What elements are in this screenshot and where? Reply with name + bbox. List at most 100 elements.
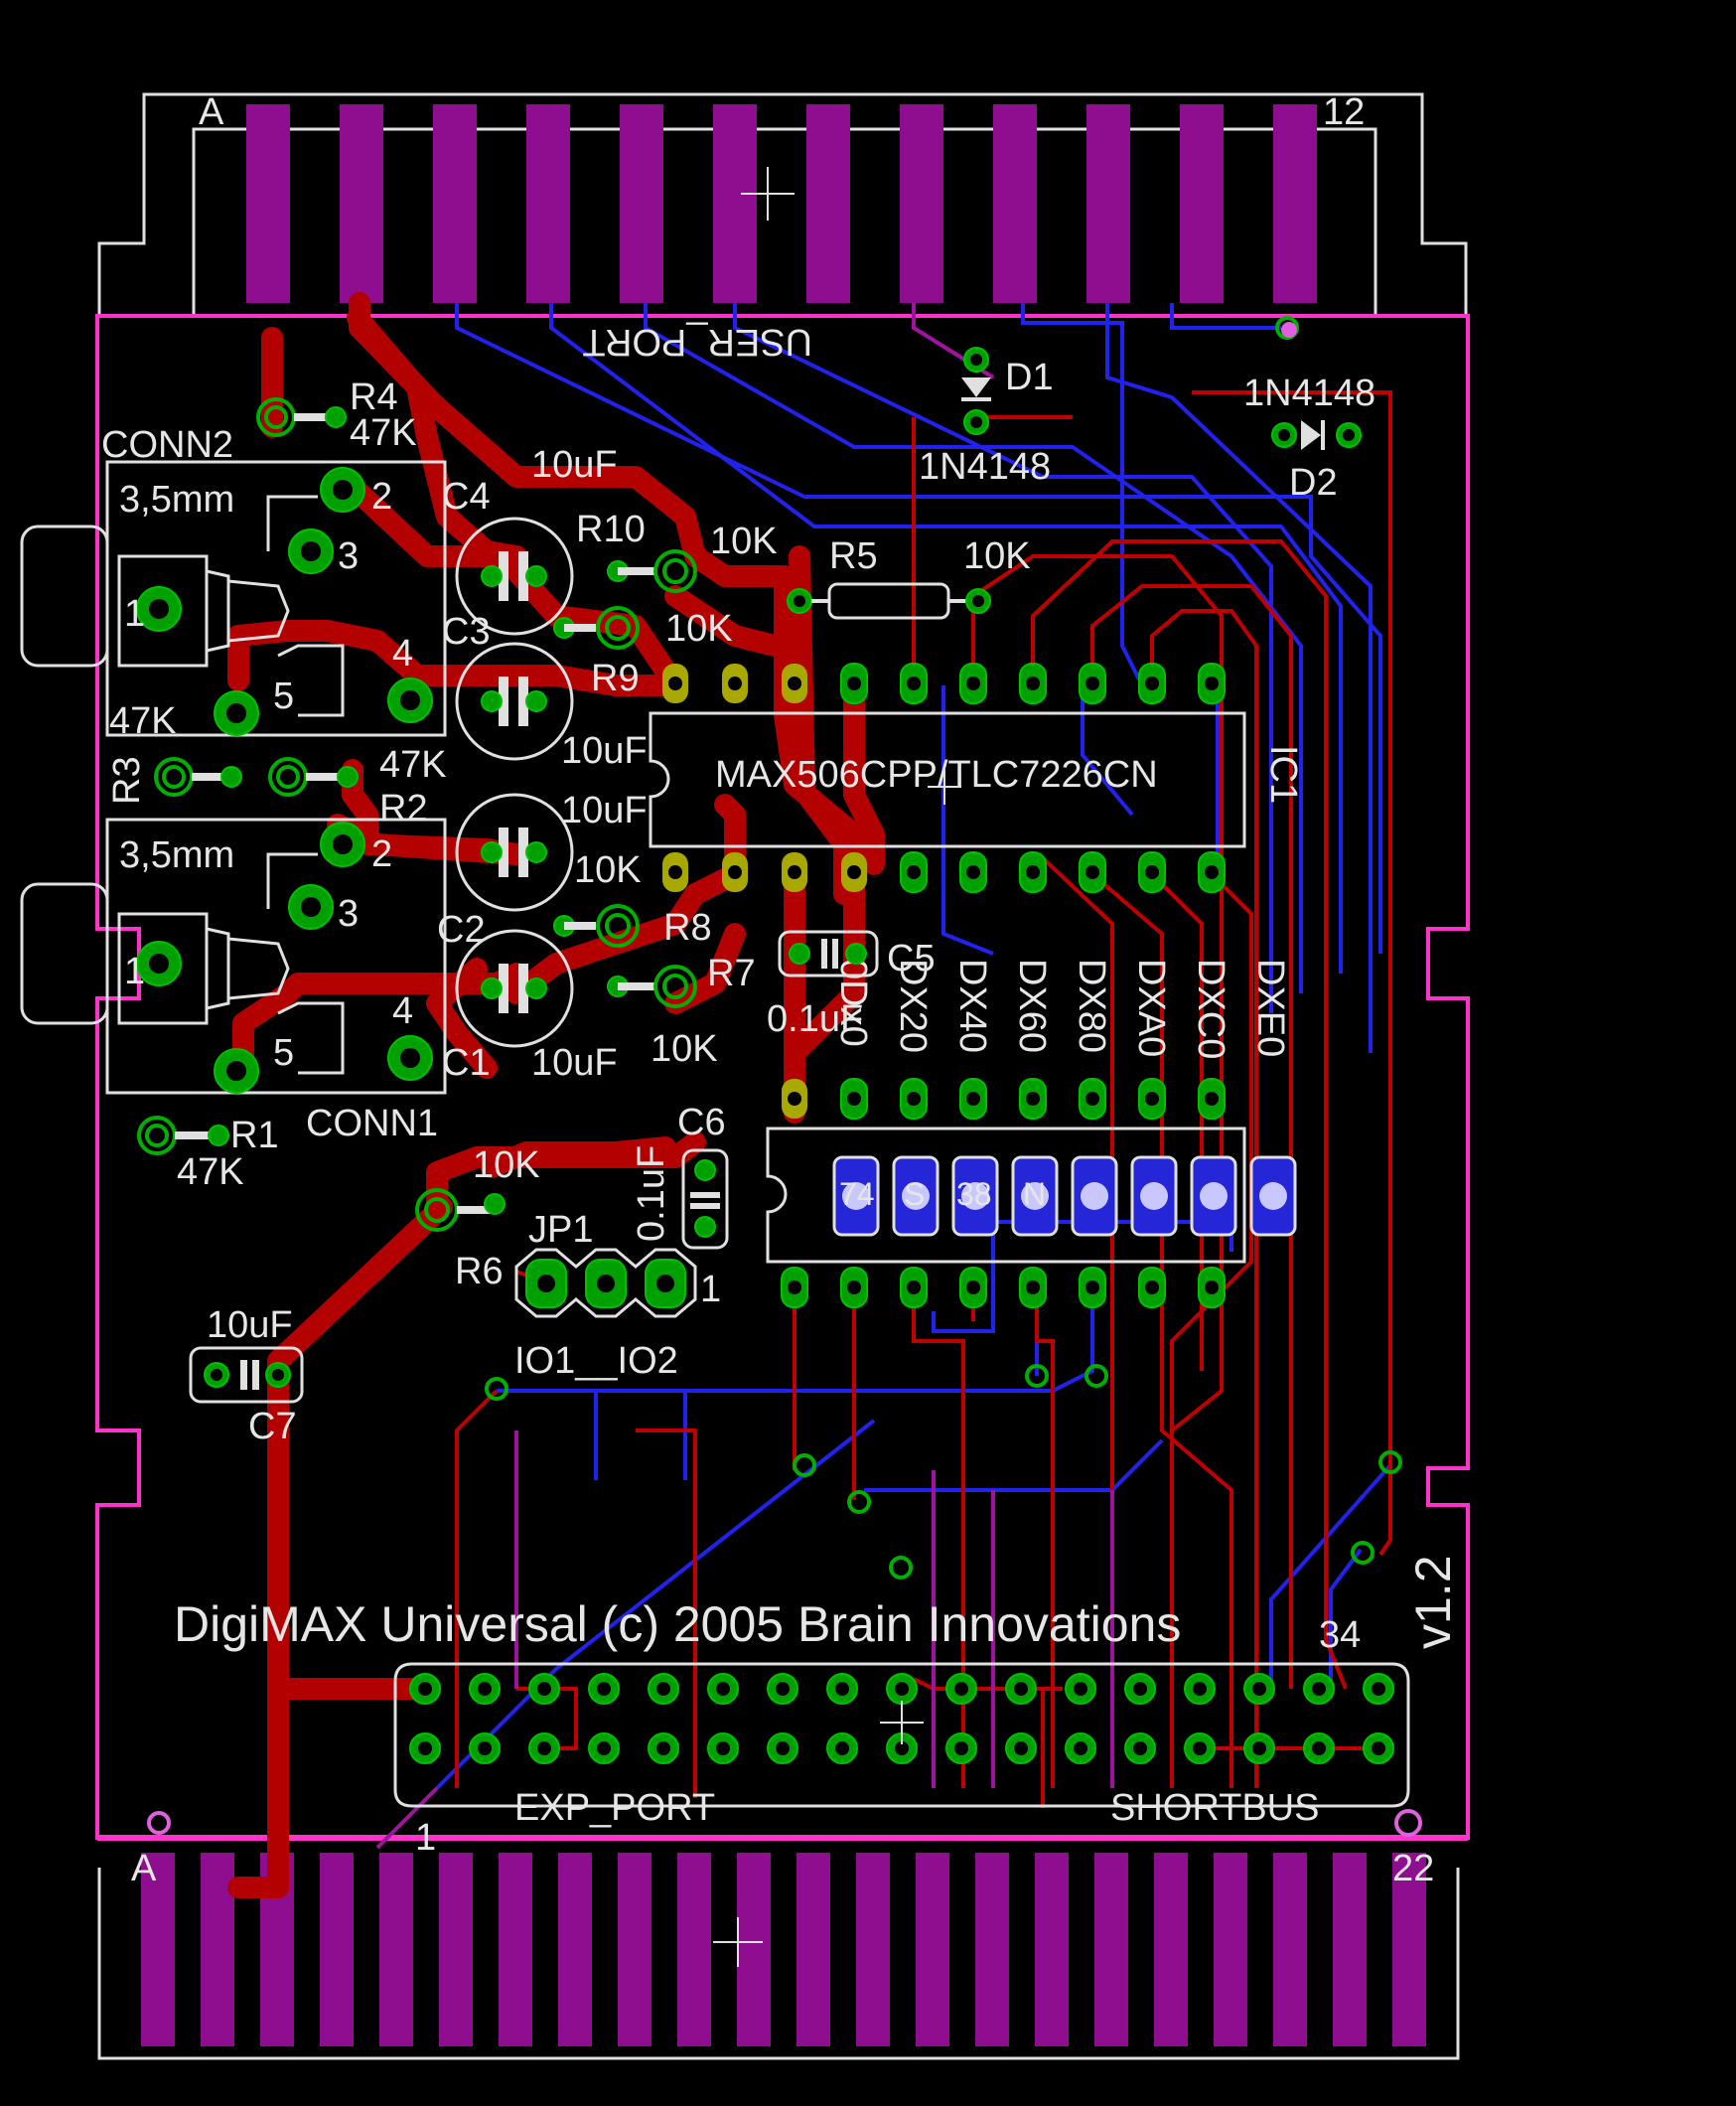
inner-traces bbox=[375, 303, 1114, 1850]
d2-ref: D2 bbox=[1289, 462, 1338, 504]
capacitor-c3: C3 10uF bbox=[442, 611, 648, 772]
finger-bottom bbox=[737, 1853, 771, 2046]
dip-switch-package bbox=[766, 1127, 1246, 1264]
ic1-package: MAX506CPP/TLC7226CN IC1 bbox=[649, 711, 1304, 848]
finger-top-6 bbox=[713, 104, 757, 303]
r5-ref: R5 bbox=[829, 535, 878, 577]
bottom-connector-pin-last: 22 bbox=[1392, 1848, 1434, 1889]
finger-top-10 bbox=[1086, 104, 1130, 303]
r9-ref: R9 bbox=[591, 658, 640, 699]
r6-value: 10K bbox=[473, 1144, 540, 1186]
r10-ref: R10 bbox=[576, 509, 646, 550]
c7-value: 10uF bbox=[207, 1304, 293, 1346]
resistor-r4: R4 47K bbox=[256, 376, 417, 454]
d1-ref: D1 bbox=[1005, 357, 1054, 398]
finger-bottom bbox=[1035, 1853, 1069, 2046]
finger-top-4 bbox=[526, 104, 570, 303]
resistor-r5: R5 10K bbox=[787, 535, 1031, 620]
d1-value: 1N4148 bbox=[919, 446, 1051, 488]
r4-ref: R4 bbox=[350, 376, 398, 418]
dip-label-1: 0Dx0 bbox=[832, 959, 874, 1047]
finger-bottom bbox=[1333, 1853, 1367, 2046]
finger-top-9 bbox=[993, 104, 1037, 303]
jack-conn1: 3,5mm 1 2 3 4 5 CONN1 bbox=[20, 818, 447, 1144]
finger-bottom bbox=[141, 1853, 175, 2046]
resistor-r7: R7 10K bbox=[607, 953, 756, 1070]
conn2-pin4: 4 bbox=[392, 633, 413, 675]
bottom-edge-fingers bbox=[141, 1853, 1426, 2046]
finger-bottom bbox=[618, 1853, 651, 2046]
r1-value: 47K bbox=[177, 1151, 244, 1193]
c1-value: 10uF bbox=[531, 1042, 618, 1084]
shortbus-label: SHORTBUS bbox=[1110, 1787, 1319, 1829]
resistor-r1: R1 47K bbox=[137, 1115, 279, 1193]
r10-value: 10K bbox=[710, 521, 778, 562]
dip-label-3: DX40 bbox=[951, 959, 993, 1053]
r1-ref: R1 bbox=[230, 1115, 279, 1156]
smd-mark-3: 38 bbox=[956, 1176, 992, 1212]
r5-value: 10K bbox=[963, 535, 1031, 577]
c1-ref: C1 bbox=[442, 1042, 491, 1084]
d2-value: 1N4148 bbox=[1243, 373, 1375, 414]
r4-value: 47K bbox=[350, 412, 417, 454]
finger-bottom bbox=[975, 1853, 1009, 2046]
header-pin1-label: 1 bbox=[415, 1817, 436, 1859]
resistor-r3: 47K R3 bbox=[106, 700, 242, 805]
r8-ref: R8 bbox=[663, 907, 712, 949]
dip-label-8: DXE0 bbox=[1249, 959, 1291, 1057]
finger-bottom bbox=[320, 1853, 354, 2046]
conn1-size: 3,5mm bbox=[119, 834, 234, 876]
resistor-r10: R10 10K bbox=[576, 509, 778, 593]
ic1-bottom-pins bbox=[662, 851, 1226, 893]
smd-mark-4: N bbox=[1023, 1176, 1046, 1212]
origin-markers bbox=[713, 167, 961, 1967]
board-version: v1.2 bbox=[1405, 1555, 1461, 1649]
conn1-pin3: 3 bbox=[338, 893, 359, 935]
jumper-jp1[interactable]: JP1 1 IO1__IO2 bbox=[514, 1209, 721, 1382]
r3-ref: R3 bbox=[106, 756, 148, 805]
top-connector-pin-first: A bbox=[199, 91, 224, 133]
jp1-pin1: 1 bbox=[700, 1269, 721, 1310]
conn2-size: 3,5mm bbox=[119, 479, 234, 521]
finger-top-1 bbox=[246, 104, 290, 303]
jack-conn2: 3,5mm 1 2 3 4 5 CONN2 bbox=[20, 424, 447, 737]
finger-top-8 bbox=[900, 104, 943, 303]
expansion-header-pins bbox=[409, 1673, 1394, 1764]
expansion-header[interactable] bbox=[393, 1662, 1410, 1808]
r9-value: 10K bbox=[665, 608, 733, 650]
board-title: DigiMAX Universal (c) 2005 Brain Innovat… bbox=[174, 1596, 1181, 1652]
finger-bottom bbox=[1273, 1853, 1307, 2046]
header-pin34-label: 34 bbox=[1319, 1614, 1361, 1656]
r2-ref: R2 bbox=[379, 788, 428, 829]
smd-mark-1: 74 bbox=[839, 1176, 875, 1212]
dip-label-7: DXC0 bbox=[1190, 959, 1231, 1059]
resistor-r6: 10K R6 bbox=[415, 1144, 540, 1292]
jp1-io-label: IO1__IO2 bbox=[514, 1340, 678, 1382]
exp-port-label: EXP_PORT bbox=[514, 1787, 715, 1829]
conn2-pin5: 5 bbox=[273, 676, 294, 717]
bottom-connector-pin-first: A bbox=[131, 1848, 157, 1889]
c7-ref: C7 bbox=[248, 1406, 297, 1447]
vias bbox=[147, 316, 1422, 1837]
conn1-pin5: 5 bbox=[273, 1032, 294, 1074]
r2-value: 47K bbox=[379, 744, 447, 786]
c6-ref: C6 bbox=[677, 1102, 726, 1143]
finger-top-2 bbox=[340, 104, 383, 303]
user-port-label: USER_PORT bbox=[582, 321, 812, 363]
ic1-top-pins bbox=[662, 663, 1226, 704]
diode-d1: D1 1N4148 bbox=[919, 347, 1054, 488]
bottom-copper-traces bbox=[435, 303, 1392, 1790]
top-connector-pin-last: 12 bbox=[1323, 91, 1365, 133]
c2-value: 10uF bbox=[561, 790, 648, 831]
r7-value: 10K bbox=[651, 1028, 718, 1070]
c5-ref: C5 bbox=[887, 938, 936, 979]
c6-value: 0.1uF bbox=[631, 1145, 672, 1242]
resistor-r9: R9 10K bbox=[553, 606, 733, 699]
finger-bottom bbox=[796, 1853, 830, 2046]
c3-value: 10uF bbox=[561, 730, 648, 772]
r6-ref: R6 bbox=[455, 1251, 504, 1292]
resistor-r8: 10K R8 bbox=[553, 849, 712, 949]
c4-value: 10uF bbox=[531, 444, 618, 486]
ic1-part-label: MAX506CPP/TLC7226CN bbox=[715, 754, 1158, 796]
